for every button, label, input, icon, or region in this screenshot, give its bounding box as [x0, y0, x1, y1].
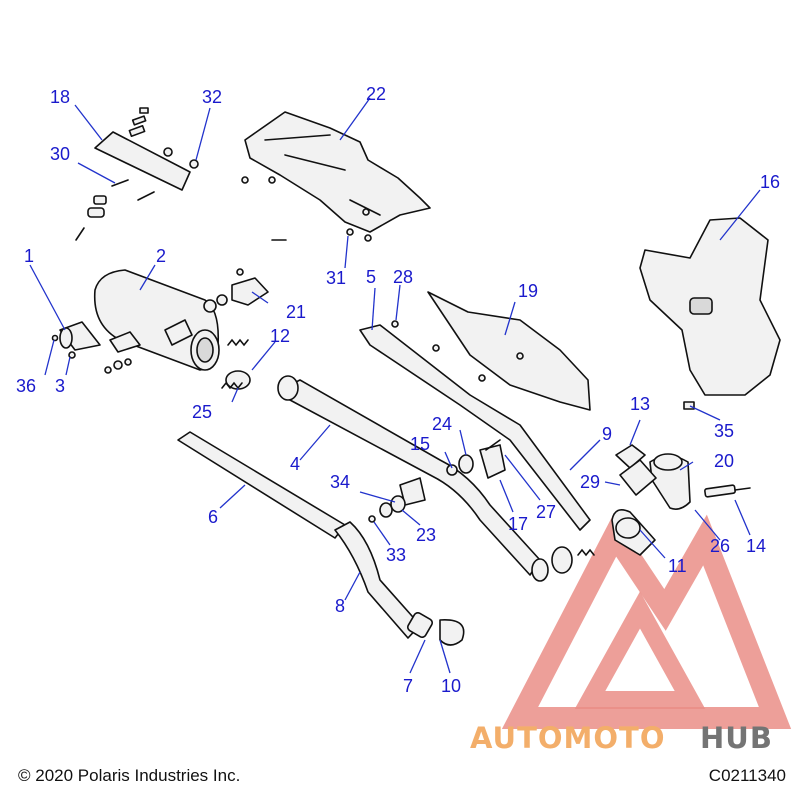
callout-35: 35 — [714, 421, 734, 441]
callout-9: 9 — [602, 424, 612, 444]
part-22-heat-shield — [241, 111, 431, 242]
callout-13: 13 — [630, 394, 650, 414]
callout-36: 36 — [16, 376, 36, 396]
callout-3: 3 — [55, 376, 65, 396]
part-25-spring — [221, 381, 243, 390]
callout-11: 11 — [668, 556, 687, 576]
part-19-shield — [391, 291, 591, 411]
callout-15: 15 — [410, 434, 430, 454]
callout-34: 34 — [330, 472, 350, 492]
leader-lines — [29, 97, 761, 674]
part-15-24-hardware — [446, 439, 506, 479]
callout-6: 6 — [208, 507, 218, 527]
part-4-mid-pipe — [277, 375, 549, 582]
part-washers-muffler — [104, 358, 132, 374]
callout-28: 28 — [393, 267, 413, 287]
callout-4: 4 — [290, 454, 300, 474]
part-36-screw — [51, 334, 59, 342]
part-30-bolts — [75, 179, 155, 241]
callout-17: 17 — [508, 514, 528, 534]
part-6-pipe — [177, 431, 346, 539]
part-spring-lower — [577, 548, 595, 557]
callouts: 1 2 3 4 5 6 7 8 9 10 11 12 13 14 15 16 1… — [16, 84, 780, 696]
callout-31: 31 — [326, 268, 346, 288]
callout-29: 29 — [580, 472, 600, 492]
callout-32: 32 — [202, 87, 222, 107]
callout-18: 18 — [50, 87, 70, 107]
part-5-9-shield — [359, 324, 591, 531]
callout-19: 19 — [518, 281, 538, 301]
part-11-gasket-pipe — [611, 509, 656, 556]
part-spring-upper — [227, 338, 249, 347]
part-2-muffler — [93, 269, 220, 371]
part-20-pipe — [649, 453, 691, 510]
part-1-tip — [59, 321, 101, 351]
callout-22: 22 — [366, 84, 386, 104]
callout-12: 12 — [270, 326, 290, 346]
callout-25: 25 — [192, 402, 212, 422]
callout-27: 27 — [536, 502, 556, 522]
part-14-sensor — [704, 484, 751, 498]
copyright-notice: © 2020 Polaris Industries Inc. — [18, 766, 241, 785]
part-21-bracket — [203, 239, 287, 313]
callout-26: 26 — [710, 536, 730, 556]
part-18-heat-shield — [94, 131, 191, 191]
drawing-code: C0211340 — [708, 766, 786, 785]
watermark-text-automoto: AUTOMOTO — [470, 721, 665, 755]
part-8-pipe — [334, 521, 421, 639]
part-13-flange — [615, 444, 657, 496]
watermark-text-hub: HUB — [700, 721, 773, 755]
callout-10: 10 — [441, 676, 461, 696]
callout-20: 20 — [714, 451, 734, 471]
callout-24: 24 — [432, 414, 452, 434]
callout-33: 33 — [386, 545, 406, 565]
callout-7: 7 — [403, 676, 413, 696]
callout-16: 16 — [760, 172, 780, 192]
part-small-hardware-top — [87, 107, 199, 218]
part-3-nut — [68, 351, 76, 359]
part-7-clamp — [407, 612, 465, 646]
part-23-33-34-washers — [368, 495, 406, 523]
callout-2: 2 — [156, 246, 166, 266]
part-seal — [551, 546, 573, 574]
callout-1: 1 — [24, 246, 34, 266]
callout-23: 23 — [416, 525, 436, 545]
callout-5: 5 — [366, 267, 376, 287]
callout-30: 30 — [50, 144, 70, 164]
callout-8: 8 — [335, 596, 345, 616]
part-16-heat-shield — [639, 217, 781, 410]
callout-14: 14 — [746, 536, 766, 556]
watermark-logo: AUTOMOTO HUB — [470, 513, 792, 755]
callout-21: 21 — [286, 302, 306, 322]
